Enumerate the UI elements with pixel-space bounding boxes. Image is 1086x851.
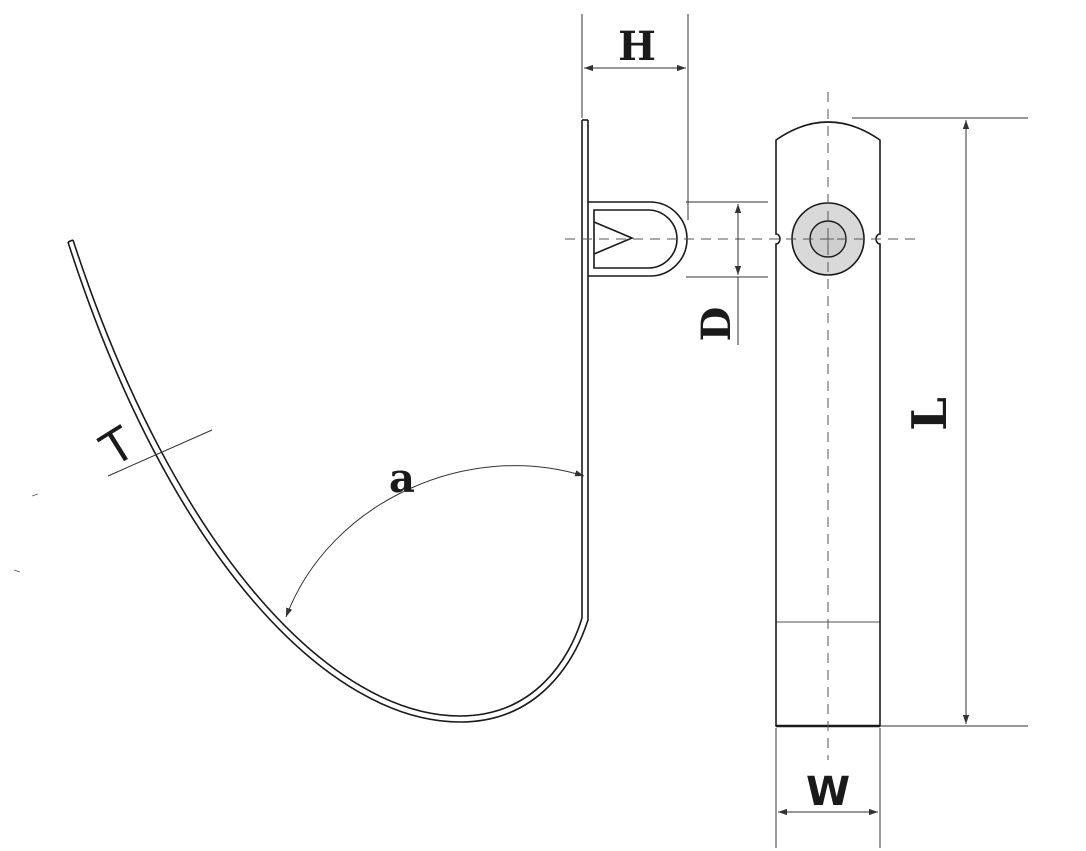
center-lines — [565, 92, 920, 760]
hook-side-view — [67, 119, 589, 723]
dimension-t — [107, 429, 213, 477]
stray-marks — [13, 493, 39, 573]
t-dimension-line — [107, 429, 213, 477]
label-h: H — [618, 23, 656, 70]
label-w: W — [806, 769, 850, 815]
dimension-l — [852, 117, 1028, 727]
dimension-angle — [285, 465, 585, 618]
label-d: D — [693, 307, 740, 342]
hook-inner-curve — [72, 239, 583, 717]
hook-tip-cap — [67, 239, 74, 243]
dimension-h — [581, 14, 689, 220]
label-t: T — [90, 416, 144, 478]
angle-arc — [285, 465, 585, 618]
label-angle: a — [389, 455, 415, 502]
clip-inner — [593, 209, 678, 269]
label-l: L — [902, 397, 958, 431]
strap-outline — [775, 121, 881, 727]
hook-outer-curve — [67, 120, 589, 723]
clip-v-notch — [593, 221, 635, 255]
dimension-d — [686, 201, 768, 345]
dimension-w — [775, 728, 881, 848]
